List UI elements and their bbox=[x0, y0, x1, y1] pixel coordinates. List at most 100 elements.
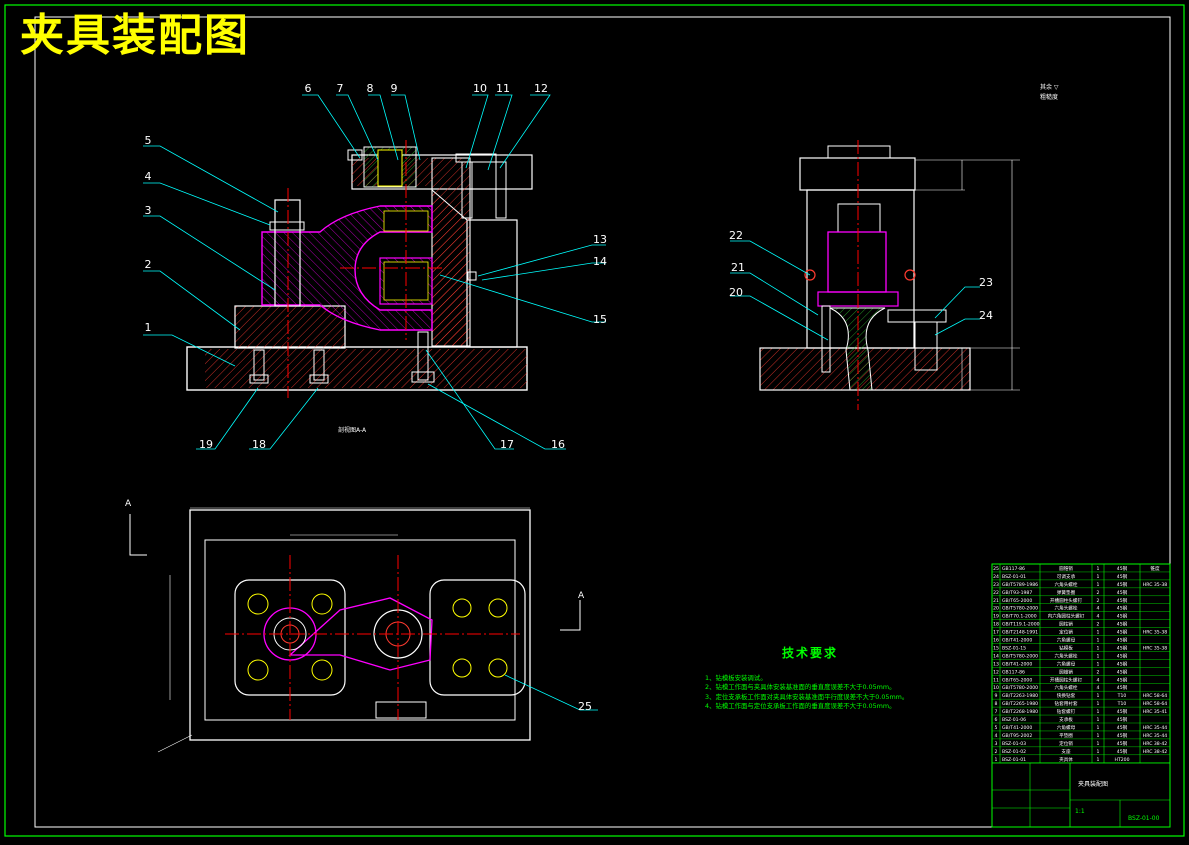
parts-cell-name: 六角头螺栓 bbox=[1055, 684, 1078, 691]
parts-cell-mat: T10 bbox=[1117, 701, 1127, 707]
balloon-1: 1 bbox=[145, 321, 152, 334]
parts-cell-name: 可调支承 bbox=[1057, 573, 1076, 580]
parts-cell-name: 圆锥销 bbox=[1059, 668, 1073, 675]
parts-cell-mat: 45钢 bbox=[1117, 708, 1128, 715]
balloon-9: 9 bbox=[391, 82, 398, 95]
parts-cell-name: 六角头螺栓 bbox=[1055, 652, 1078, 659]
parts-cell-qty: 2 bbox=[1097, 590, 1100, 596]
parts-cell-name: 内六角圆柱头螺钉 bbox=[1048, 613, 1085, 620]
parts-cell-mat: 45钢 bbox=[1117, 660, 1128, 667]
parts-cell-mat: 45钢 bbox=[1117, 621, 1128, 628]
parts-cell-code: BSZ-01-01 bbox=[1002, 757, 1026, 763]
parts-cell-code: GB/T5780-2000 bbox=[1002, 653, 1038, 659]
balloon-5: 5 bbox=[145, 134, 152, 147]
parts-cell-note: HRC 58-64 bbox=[1143, 693, 1168, 699]
parts-cell-no: 5 bbox=[995, 725, 998, 731]
balloon-13: 13 bbox=[593, 233, 607, 246]
parts-cell-qty: 1 bbox=[1097, 717, 1100, 723]
parts-cell-qty: 1 bbox=[1097, 741, 1100, 747]
title-block-scale: 1:1 bbox=[1075, 808, 1085, 815]
parts-cell-name: 六角螺母 bbox=[1057, 724, 1076, 731]
parts-cell-note: HRC 35-44 bbox=[1143, 725, 1168, 731]
balloon-11: 11 bbox=[496, 82, 510, 95]
balloon-19: 19 bbox=[199, 438, 213, 451]
parts-cell-no: 2 bbox=[995, 749, 998, 755]
balloon-24: 24 bbox=[979, 309, 993, 322]
parts-cell-note: HRC 35-44 bbox=[1143, 733, 1168, 739]
parts-cell-mat: 45钢 bbox=[1117, 716, 1128, 723]
parts-cell-mat: HT200 bbox=[1114, 757, 1129, 763]
roughness-note-2: 粗糙度 bbox=[1040, 94, 1059, 101]
parts-cell-mat: 45钢 bbox=[1117, 724, 1128, 731]
parts-cell-qty: 1 bbox=[1097, 645, 1100, 651]
balloon-4: 4 bbox=[145, 170, 152, 183]
balloon-6: 6 bbox=[305, 82, 312, 95]
parts-cell-code: GB117-86 bbox=[1002, 669, 1025, 675]
parts-cell-mat: 45钢 bbox=[1117, 684, 1128, 691]
parts-cell-name: 支承板 bbox=[1059, 716, 1073, 723]
parts-cell-qty: 1 bbox=[1097, 733, 1100, 739]
parts-cell-name: 定位销 bbox=[1059, 740, 1073, 747]
top-view bbox=[129, 507, 581, 753]
parts-cell-qty: 2 bbox=[1097, 669, 1100, 675]
parts-cell-qty: 1 bbox=[1097, 653, 1100, 659]
parts-cell-no: 18 bbox=[993, 622, 999, 628]
parts-cell-mat: 45钢 bbox=[1117, 748, 1128, 755]
parts-cell-mat: 45钢 bbox=[1117, 644, 1128, 651]
parts-cell-mat: 45钢 bbox=[1117, 652, 1128, 659]
parts-cell-name: 圆柱销 bbox=[1059, 621, 1073, 628]
tech-requirement-item: 1、钻模板安装调试。 bbox=[705, 674, 767, 682]
balloon-21: 21 bbox=[731, 261, 745, 274]
parts-cell-qty: 1 bbox=[1097, 566, 1100, 572]
parts-cell-code: GB/T5780-2000 bbox=[1002, 606, 1038, 612]
balloon-15: 15 bbox=[593, 313, 607, 326]
parts-cell-no: 10 bbox=[993, 685, 999, 691]
parts-cell-qty: 4 bbox=[1097, 606, 1100, 612]
parts-cell-name: 开槽圆柱头螺钉 bbox=[1050, 676, 1083, 683]
tech-requirement-item: 4、钻模工作面与定位支承板工作面的垂直度误差不大于0.05mm。 bbox=[705, 701, 896, 710]
parts-cell-code: GB/T2148-1991 bbox=[1002, 630, 1038, 636]
roughness-note: 其余 ▽ bbox=[1040, 84, 1059, 91]
parts-cell-note: HRC 35-38 bbox=[1143, 582, 1168, 588]
parts-cell-name: 弹簧垫圈 bbox=[1057, 589, 1076, 596]
parts-cell-mat: 45钢 bbox=[1117, 637, 1128, 644]
balloon-22: 22 bbox=[729, 229, 743, 242]
parts-cell-no: 21 bbox=[993, 598, 999, 604]
balloon-23: 23 bbox=[979, 276, 993, 289]
parts-cell-note: HRC 58-64 bbox=[1143, 701, 1168, 707]
parts-cell-qty: 1 bbox=[1097, 661, 1100, 667]
balloon-14: 14 bbox=[593, 255, 607, 268]
parts-cell-qty: 1 bbox=[1097, 701, 1100, 707]
parts-cell-no: 3 bbox=[995, 741, 998, 747]
parts-cell-name: 开槽圆柱头螺钉 bbox=[1050, 597, 1083, 604]
parts-cell-code: GB/T2265-1980 bbox=[1002, 701, 1038, 707]
parts-cell-no: 13 bbox=[993, 661, 999, 667]
parts-cell-no: 9 bbox=[995, 693, 998, 699]
parts-cell-code: GB/T5780-2000 bbox=[1002, 685, 1038, 691]
parts-cell-qty: 4 bbox=[1097, 614, 1100, 620]
drawing-title: 夹具装配图 bbox=[20, 10, 250, 61]
balloon-7: 7 bbox=[337, 82, 344, 95]
parts-cell-mat: 45钢 bbox=[1117, 581, 1128, 588]
parts-cell-mat: 45钢 bbox=[1117, 740, 1128, 747]
parts-cell-code: GB/T41-2000 bbox=[1002, 638, 1032, 644]
parts-cell-no: 14 bbox=[993, 653, 999, 659]
parts-cell-code: BSZ-01-03 bbox=[1002, 741, 1026, 747]
parts-cell-note: HRC 35-41 bbox=[1143, 709, 1168, 715]
parts-cell-no: 20 bbox=[993, 606, 999, 612]
section-label: 剖视图A-A bbox=[338, 427, 367, 434]
parts-cell-no: 7 bbox=[995, 709, 998, 715]
parts-cell-code: GB/T70.1-2000 bbox=[1002, 614, 1037, 620]
parts-cell-no: 24 bbox=[993, 574, 999, 580]
parts-cell-no: 1 bbox=[995, 757, 998, 763]
outer-frame bbox=[4, 4, 1185, 837]
parts-cell-qty: 2 bbox=[1097, 598, 1100, 604]
parts-cell-name: 钻套用衬套 bbox=[1055, 700, 1078, 707]
parts-cell-qty: 1 bbox=[1097, 582, 1100, 588]
parts-cell-code: BSZ-01-01 bbox=[1002, 574, 1026, 580]
parts-cell-code: GB/T95-2002 bbox=[1002, 733, 1032, 739]
parts-cell-no: 19 bbox=[993, 614, 999, 620]
